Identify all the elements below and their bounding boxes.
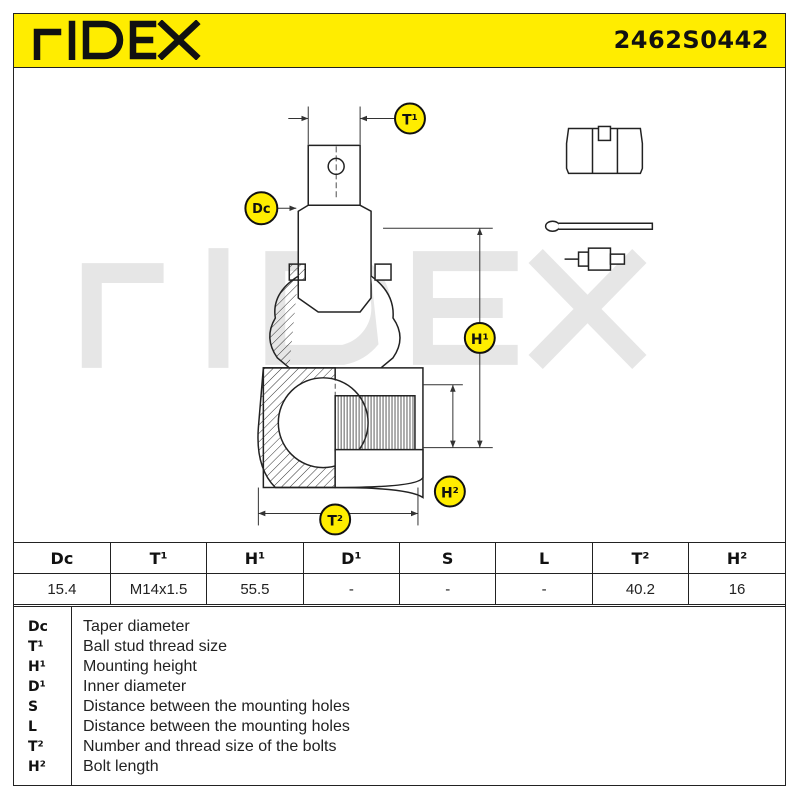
technical-drawing: T¹ Dc H¹ H² T² xyxy=(81,102,654,536)
spec-value-row: 15.4 M14x1.5 55.5 - - - 40.2 16 xyxy=(14,573,785,605)
spec-header-row: Dc T¹ H¹ D¹ S L T² H² xyxy=(14,542,785,574)
ridex-logo xyxy=(33,20,201,60)
legend-row: S Distance between the mounting holes xyxy=(14,697,785,717)
legend-desc: Distance between the mounting holes xyxy=(83,698,350,715)
badge-t2: T² xyxy=(319,503,352,536)
spec-value-cell: 16 xyxy=(688,573,785,605)
legend-desc: Taper diameter xyxy=(83,618,190,635)
spec-header-cell: T¹ xyxy=(109,542,208,574)
spec-header-cell: L xyxy=(495,542,593,574)
legend-desc: Bolt length xyxy=(83,758,159,775)
badge-h1: H¹ xyxy=(463,321,496,354)
spec-value-cell: 55.5 xyxy=(206,573,304,605)
legend-desc: Distance between the mounting holes xyxy=(83,718,350,735)
spec-value-cell: 15.4 xyxy=(14,573,111,605)
legend-desc: Inner diameter xyxy=(83,678,187,695)
legend-row: L Distance between the mounting holes xyxy=(14,717,785,737)
legend-code: H² xyxy=(28,759,46,775)
spec-header-cell: T² xyxy=(591,542,690,574)
dimension-lines xyxy=(257,106,493,526)
legend-code: D¹ xyxy=(28,679,46,695)
cotter-pin-icon xyxy=(544,220,654,232)
datasheet: 2462S0442 xyxy=(13,13,786,786)
legend-row: T¹ Ball stud thread size xyxy=(14,637,785,657)
legend-code: T¹ xyxy=(28,639,44,655)
badge-label: H¹ xyxy=(471,332,489,348)
legend-code: T² xyxy=(28,739,44,755)
spec-header-cell: S xyxy=(398,542,497,574)
legend-code: S xyxy=(28,699,39,715)
spec-value-cell: - xyxy=(302,573,401,605)
spec-table: Dc T¹ H¹ D¹ S L T² H² 15.4 M14x1.5 55.5 … xyxy=(14,542,785,605)
legend: Dc Taper diameter T¹ Ball stud thread si… xyxy=(14,606,785,786)
spec-value-cell: M14x1.5 xyxy=(109,573,208,605)
spec-header-cell: H² xyxy=(688,542,785,574)
spec-value-cell: 40.2 xyxy=(591,573,690,605)
badge-label: T² xyxy=(327,513,343,529)
legend-row: H¹ Mounting height xyxy=(14,657,785,677)
badge-t1: T¹ xyxy=(394,102,426,135)
part-number: 2462S0442 xyxy=(613,26,769,54)
legend-code: L xyxy=(28,719,37,735)
legend-desc: Ball stud thread size xyxy=(83,638,228,655)
legend-row: T² Number and thread size of the bolts xyxy=(14,737,785,757)
ball-joint-drawing xyxy=(257,144,424,499)
castle-nut-icon xyxy=(565,125,644,175)
legend-code: H¹ xyxy=(28,659,46,675)
legend-divider xyxy=(71,607,72,786)
legend-row: D¹ Inner diameter xyxy=(14,677,785,697)
spec-header-cell: H¹ xyxy=(206,542,304,574)
header-bar: 2462S0442 xyxy=(14,14,785,68)
legend-desc: Number and thread size of the bolts xyxy=(83,738,337,755)
legend-desc: Mounting height xyxy=(83,658,197,675)
badge-h2: H² xyxy=(433,475,466,508)
legend-row: H² Bolt length xyxy=(14,757,785,777)
badge-label: Dc xyxy=(252,202,270,217)
badge-dc: Dc xyxy=(244,191,279,226)
spec-value-cell: - xyxy=(398,573,497,605)
legend-code: Dc xyxy=(28,619,48,635)
grease-nipple-icon xyxy=(564,247,626,271)
spec-header-cell: Dc xyxy=(14,542,111,574)
spec-value-cell: - xyxy=(495,573,593,605)
badge-label: H² xyxy=(441,486,459,502)
spec-header-cell: D¹ xyxy=(302,542,401,574)
legend-row: Dc Taper diameter xyxy=(14,617,785,637)
badge-label: T¹ xyxy=(402,112,418,128)
